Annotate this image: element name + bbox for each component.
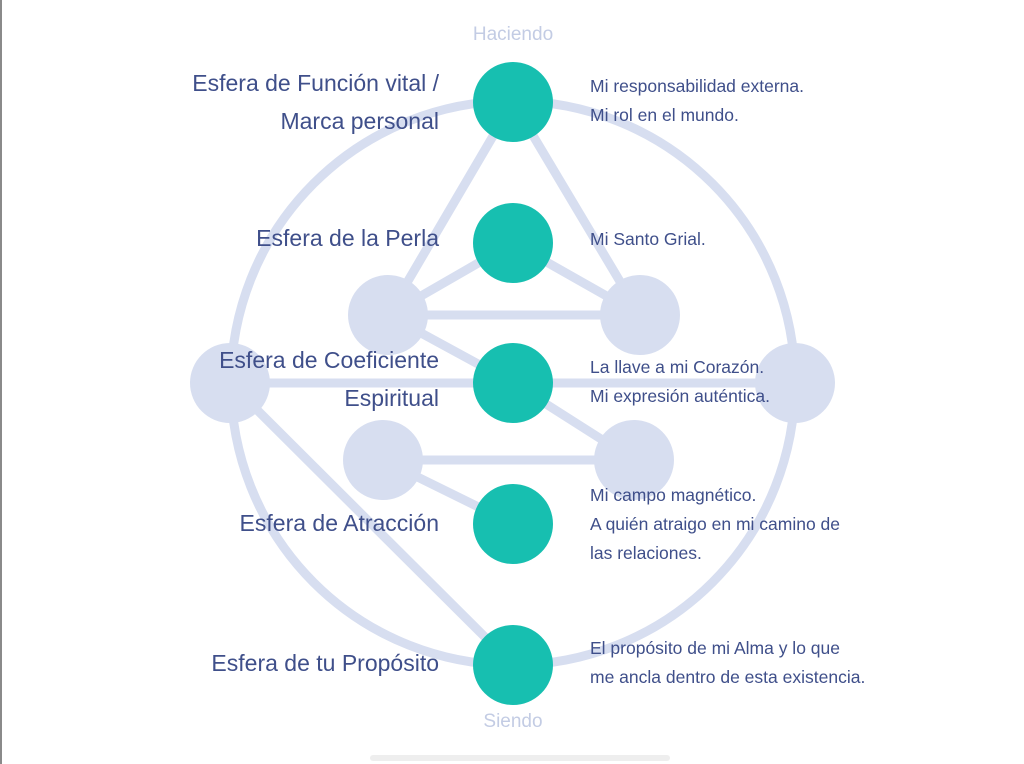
- description-line: las relaciones.: [590, 543, 702, 563]
- sphere-description: Mi campo magnético. A quién atraigo en m…: [590, 481, 840, 568]
- label-line: Esfera de Atracción: [239, 510, 439, 536]
- secondary-sphere: [594, 420, 674, 500]
- sphere-label: Esfera de Atracción: [240, 504, 439, 542]
- sphere-description: La llave a mi Corazón. Mi expresión auté…: [590, 353, 770, 411]
- pole-top-label: Haciendo: [472, 24, 554, 45]
- sphere-funcion-vital: [473, 62, 553, 142]
- connector: [225, 378, 518, 670]
- label-line: Esfera de Función vital /: [192, 70, 439, 96]
- sphere-label: Esfera de Coeficiente Espiritual: [219, 341, 439, 417]
- secondary-sphere: [755, 343, 835, 423]
- sphere-description: Mi Santo Grial.: [590, 225, 706, 254]
- secondary-sphere: [190, 343, 270, 423]
- sphere-label: Esfera de Función vital / Marca personal: [192, 64, 439, 140]
- description-line: Mi Santo Grial.: [590, 229, 706, 249]
- connector: [383, 97, 518, 320]
- description-line: A quién atraigo en mi camino de: [590, 514, 841, 534]
- sphere-description: Mi responsabilidad externa. Mi rol en el…: [590, 72, 804, 130]
- sphere-atraccion: [473, 484, 553, 564]
- secondary-sphere: [348, 275, 428, 355]
- description-line: El propósito de mi Alma y lo que: [590, 638, 840, 658]
- home-indicator[interactable]: [370, 755, 670, 761]
- secondary-sphere: [600, 275, 680, 355]
- label-line: Esfera de Coeficiente: [219, 347, 439, 373]
- connector: [508, 97, 645, 320]
- label-line: Esfera de tu Propósito: [211, 650, 439, 676]
- sphere-label: Esfera de la Perla: [256, 219, 439, 257]
- label-line: Espiritual: [344, 385, 439, 411]
- description-line: Mi rol en el mundo.: [590, 105, 739, 125]
- sphere-description: El propósito de mi Alma y lo que me ancl…: [590, 634, 865, 692]
- sphere-perla: [473, 203, 553, 283]
- sphere-proposito: [473, 625, 553, 705]
- description-line: me ancla dentro de esta existencia.: [590, 667, 866, 687]
- sphere-coeficiente-espiritual: [473, 343, 553, 423]
- window-edge: [0, 0, 2, 764]
- sphere-label: Esfera de tu Propósito: [211, 644, 439, 682]
- description-line: Mi responsabilidad externa.: [590, 76, 805, 96]
- label-line: Marca personal: [280, 108, 439, 134]
- pole-bottom-label: Siendo: [483, 711, 543, 732]
- description-line: Mi campo magnético.: [590, 485, 757, 505]
- secondary-sphere: [343, 420, 423, 500]
- label-line: Esfera de la Perla: [256, 225, 439, 251]
- description-line: Mi expresión auténtica.: [590, 386, 770, 406]
- description-line: La llave a mi Corazón.: [590, 357, 765, 377]
